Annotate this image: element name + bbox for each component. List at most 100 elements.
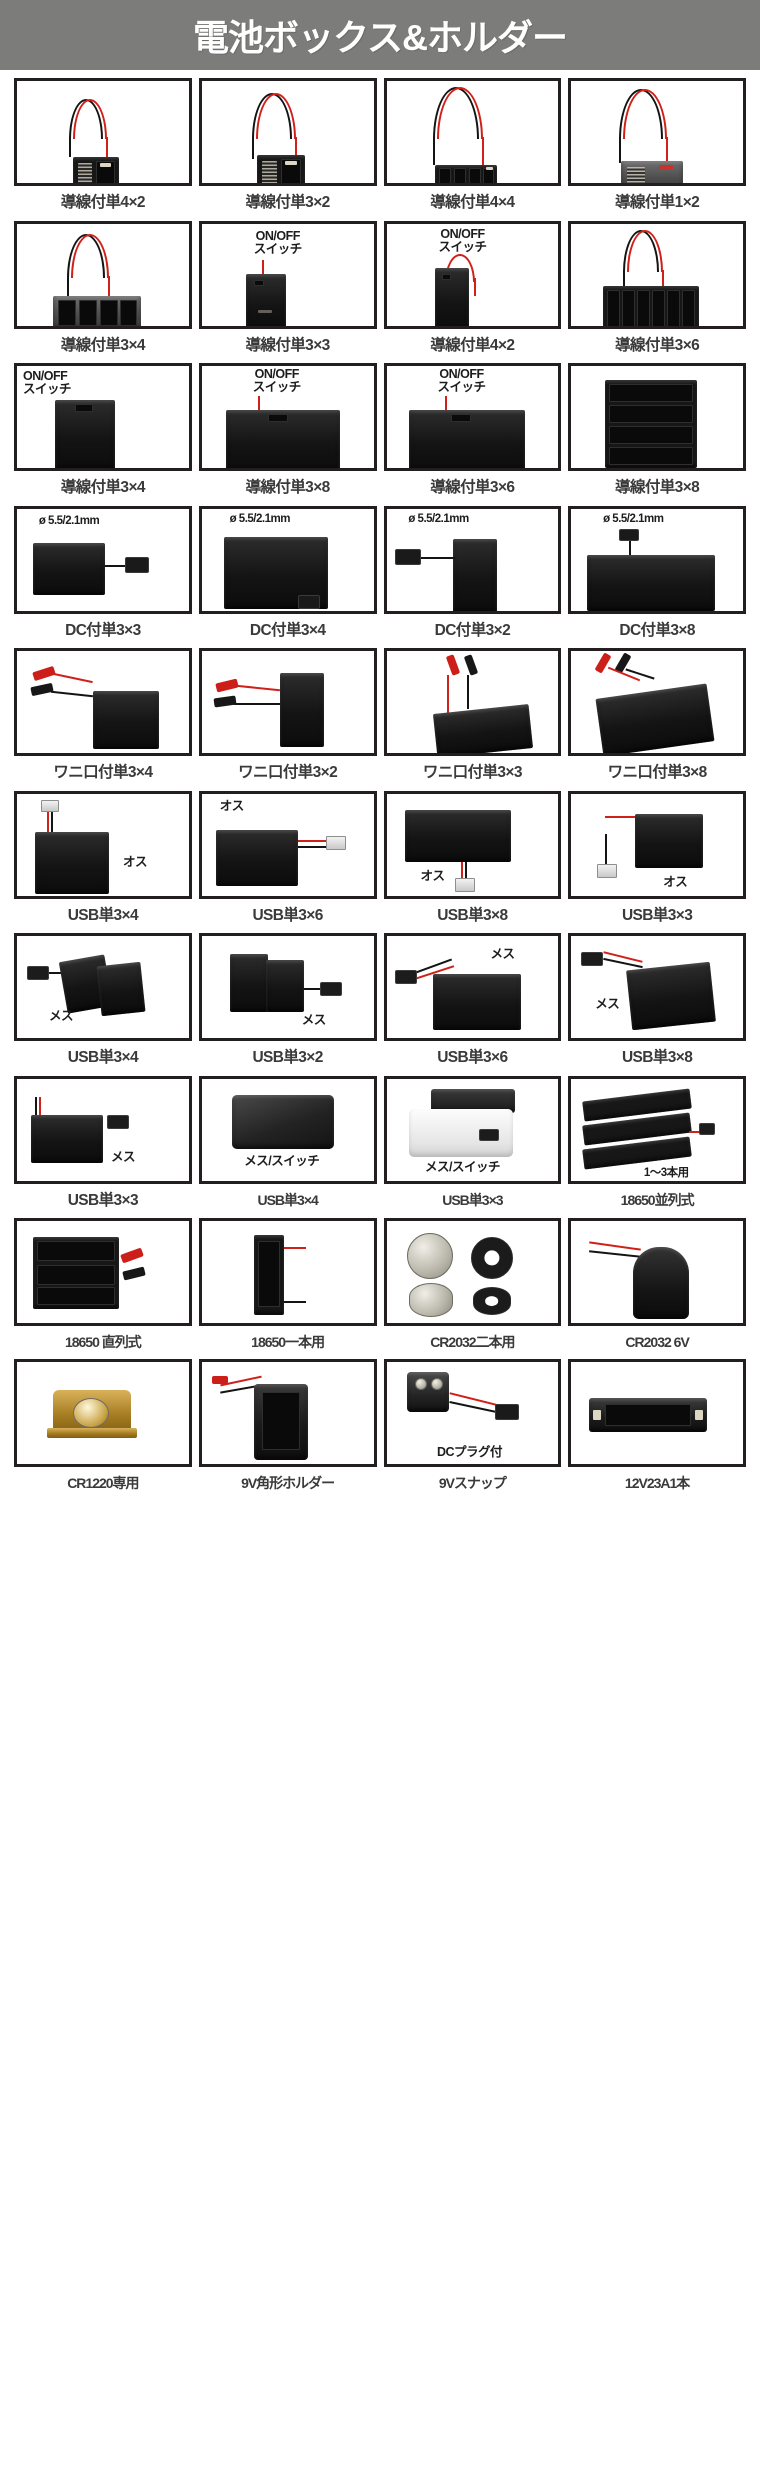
- product-image-usb-male-c[interactable]: オス: [383, 790, 562, 899]
- product-image-dc-box-wide[interactable]: ø 5.5/2.1mm: [198, 505, 377, 614]
- product-image-cr2032-6v[interactable]: [568, 1218, 746, 1326]
- battery-slot: [622, 289, 636, 326]
- switch-slot: [253, 279, 264, 286]
- product-image-wired-box[interactable]: [198, 78, 377, 186]
- product-cell[interactable]: 12V23A1本: [568, 1359, 746, 1500]
- product-cell[interactable]: オス USB単3×3: [568, 790, 746, 934]
- wire-red-icon: [106, 137, 108, 159]
- wire-black-icon: [466, 675, 469, 709]
- product-cell[interactable]: ワニ口付単3×2: [198, 648, 377, 791]
- product-cell[interactable]: 導線付単3×8: [568, 363, 746, 506]
- product-cell[interactable]: 18650 直列式: [14, 1218, 192, 1359]
- product-image-wired-box-wide[interactable]: [383, 78, 562, 186]
- product-cell[interactable]: メス USB単3×3: [14, 1075, 192, 1219]
- product-image-cr1220[interactable]: [14, 1359, 192, 1467]
- product-cell[interactable]: DCプラグ付 9Vスナップ: [383, 1359, 562, 1500]
- product-cell[interactable]: ワニ口付単3×3: [383, 648, 562, 791]
- product-image-holder-9v[interactable]: [198, 1359, 377, 1467]
- product-cell[interactable]: ON/OFF スイッチ 導線付単3×6: [383, 363, 562, 506]
- product-image-usb-sw-dark[interactable]: メス/スイッチ: [198, 1075, 377, 1184]
- product-image-switch-wide[interactable]: ON/OFF スイッチ: [383, 363, 562, 471]
- battery-box-body: [432, 704, 533, 753]
- product-image-clip-box-flat[interactable]: [568, 648, 746, 756]
- product-image-cr2032-two[interactable]: [383, 1218, 562, 1326]
- product-image-usb-male-b[interactable]: オス: [198, 790, 377, 899]
- product-cell[interactable]: 導線付単3×6: [568, 220, 746, 364]
- product-cell[interactable]: ON/OFF スイッチ 導線付単4×2: [383, 220, 562, 364]
- product-image-open-6cell[interactable]: [568, 220, 746, 329]
- alligator-clip-red-icon: [594, 652, 612, 674]
- product-image-switch-box-tall[interactable]: ON/OFF スイッチ: [198, 220, 377, 329]
- product-image-snap-9v[interactable]: DCプラグ付: [383, 1359, 562, 1467]
- usb-a-male-icon: [325, 835, 346, 850]
- product-cell[interactable]: 導線付単3×2: [198, 78, 377, 221]
- product-image-usb-female-b[interactable]: メス: [198, 933, 377, 1041]
- product-image-clip-box[interactable]: [14, 648, 192, 756]
- artwork: メス/スイッチ: [202, 1079, 374, 1181]
- product-image-usb-sw-white[interactable]: メス/スイッチ: [383, 1075, 562, 1184]
- product-cell[interactable]: オス USB単3×6: [198, 790, 377, 934]
- battery-box-body: [635, 813, 704, 868]
- product-cell[interactable]: オス USB単3×8: [383, 790, 562, 934]
- spring-contact-icon: [627, 167, 646, 183]
- product-image-wired-box-gray[interactable]: [568, 78, 746, 186]
- product-image-switch-wide[interactable]: ON/OFF スイッチ: [198, 363, 377, 471]
- artwork: [202, 651, 374, 753]
- battery-box-body: [452, 538, 497, 611]
- product-cell[interactable]: ø 5.5/2.1mm DC付単3×8: [568, 505, 746, 649]
- product-cell[interactable]: メス/スイッチ USB単3×4: [198, 1075, 377, 1219]
- product-cell[interactable]: ON/OFF スイッチ 導線付単3×8: [198, 363, 377, 506]
- product-image-usb-male-a[interactable]: オス: [14, 790, 192, 899]
- product-image-holder-18650-one[interactable]: [198, 1218, 377, 1326]
- product-cell[interactable]: 導線付単4×4: [383, 78, 562, 221]
- product-image-switch-box-slim[interactable]: ON/OFF スイッチ: [383, 220, 562, 329]
- product-image-holder-18650-ser[interactable]: [14, 1218, 192, 1326]
- callout-dc-barrel: ø 5.5/2.1mm: [408, 512, 469, 525]
- product-cell[interactable]: メス USB単3×2: [198, 933, 377, 1076]
- product-cell[interactable]: ø 5.5/2.1mm DC付単3×2: [383, 505, 562, 649]
- product-image-wired-box[interactable]: [14, 78, 192, 186]
- product-cell[interactable]: CR2032 6V: [568, 1218, 746, 1359]
- product-label: CR2032二本用: [430, 1334, 515, 1350]
- product-cell[interactable]: CR1220専用: [14, 1359, 192, 1500]
- product-image-dc-box[interactable]: ø 5.5/2.1mm: [14, 505, 192, 614]
- product-cell[interactable]: 9V角形ホルダー: [198, 1359, 377, 1500]
- product-cell[interactable]: 1～3本用 18650並列式: [568, 1075, 746, 1219]
- product-image-usb-male-d[interactable]: オス: [568, 790, 746, 899]
- alligator-clip-black-icon: [122, 1266, 146, 1281]
- alligator-clip-red-icon: [120, 1247, 144, 1264]
- callout-female-switch: メス/スイッチ: [425, 1159, 500, 1174]
- product-cell[interactable]: ø 5.5/2.1mm DC付単3×4: [198, 505, 377, 649]
- product-image-holder-18650-par[interactable]: 1～3本用: [568, 1075, 746, 1184]
- product-image-switch-flat[interactable]: ON/OFF スイッチ: [14, 363, 192, 471]
- product-image-usb-female-e[interactable]: メス: [14, 1075, 192, 1184]
- product-image-clip-box-2[interactable]: [198, 648, 377, 756]
- product-image-dc-box-flat[interactable]: ø 5.5/2.1mm: [568, 505, 746, 614]
- battery-slot: [37, 1265, 115, 1285]
- product-cell[interactable]: ø 5.5/2.1mm DC付単3×3: [14, 505, 192, 649]
- product-cell[interactable]: ワニ口付単3×4: [14, 648, 192, 791]
- product-cell[interactable]: ON/OFF スイッチ 導線付単3×3: [198, 220, 377, 364]
- product-cell[interactable]: 導線付単3×4: [14, 220, 192, 364]
- product-cell[interactable]: ワニ口付単3×8: [568, 648, 746, 791]
- product-cell[interactable]: メス USB単3×4: [14, 933, 192, 1076]
- product-cell[interactable]: メス USB単3×8: [568, 933, 746, 1076]
- artwork: ON/OFF スイッチ: [202, 224, 374, 326]
- product-cell[interactable]: CR2032二本用: [383, 1218, 562, 1359]
- product-cell[interactable]: ON/OFF スイッチ 導線付単3×4: [14, 363, 192, 506]
- product-image-open-8cell[interactable]: [568, 363, 746, 471]
- product-cell[interactable]: メス/スイッチ USB単3×3: [383, 1075, 562, 1219]
- product-cell[interactable]: 18650一本用: [198, 1218, 377, 1359]
- product-cell[interactable]: オス USB単3×4: [14, 790, 192, 934]
- product-cell[interactable]: 導線付単1×2: [568, 78, 746, 221]
- product-cell[interactable]: 導線付単4×2: [14, 78, 192, 221]
- product-image-usb-female-a[interactable]: メス: [14, 933, 192, 1041]
- product-image-dc-box-slim[interactable]: ø 5.5/2.1mm: [383, 505, 562, 614]
- product-image-clip-box-3[interactable]: [383, 648, 562, 756]
- wire-black-icon: [619, 137, 622, 163]
- product-image-open-4cell[interactable]: [14, 220, 192, 329]
- product-image-usb-female-c[interactable]: メス: [383, 933, 562, 1041]
- product-image-holder-23a[interactable]: [568, 1359, 746, 1467]
- product-image-usb-female-d[interactable]: メス: [568, 933, 746, 1041]
- product-cell[interactable]: メス USB単3×6: [383, 933, 562, 1076]
